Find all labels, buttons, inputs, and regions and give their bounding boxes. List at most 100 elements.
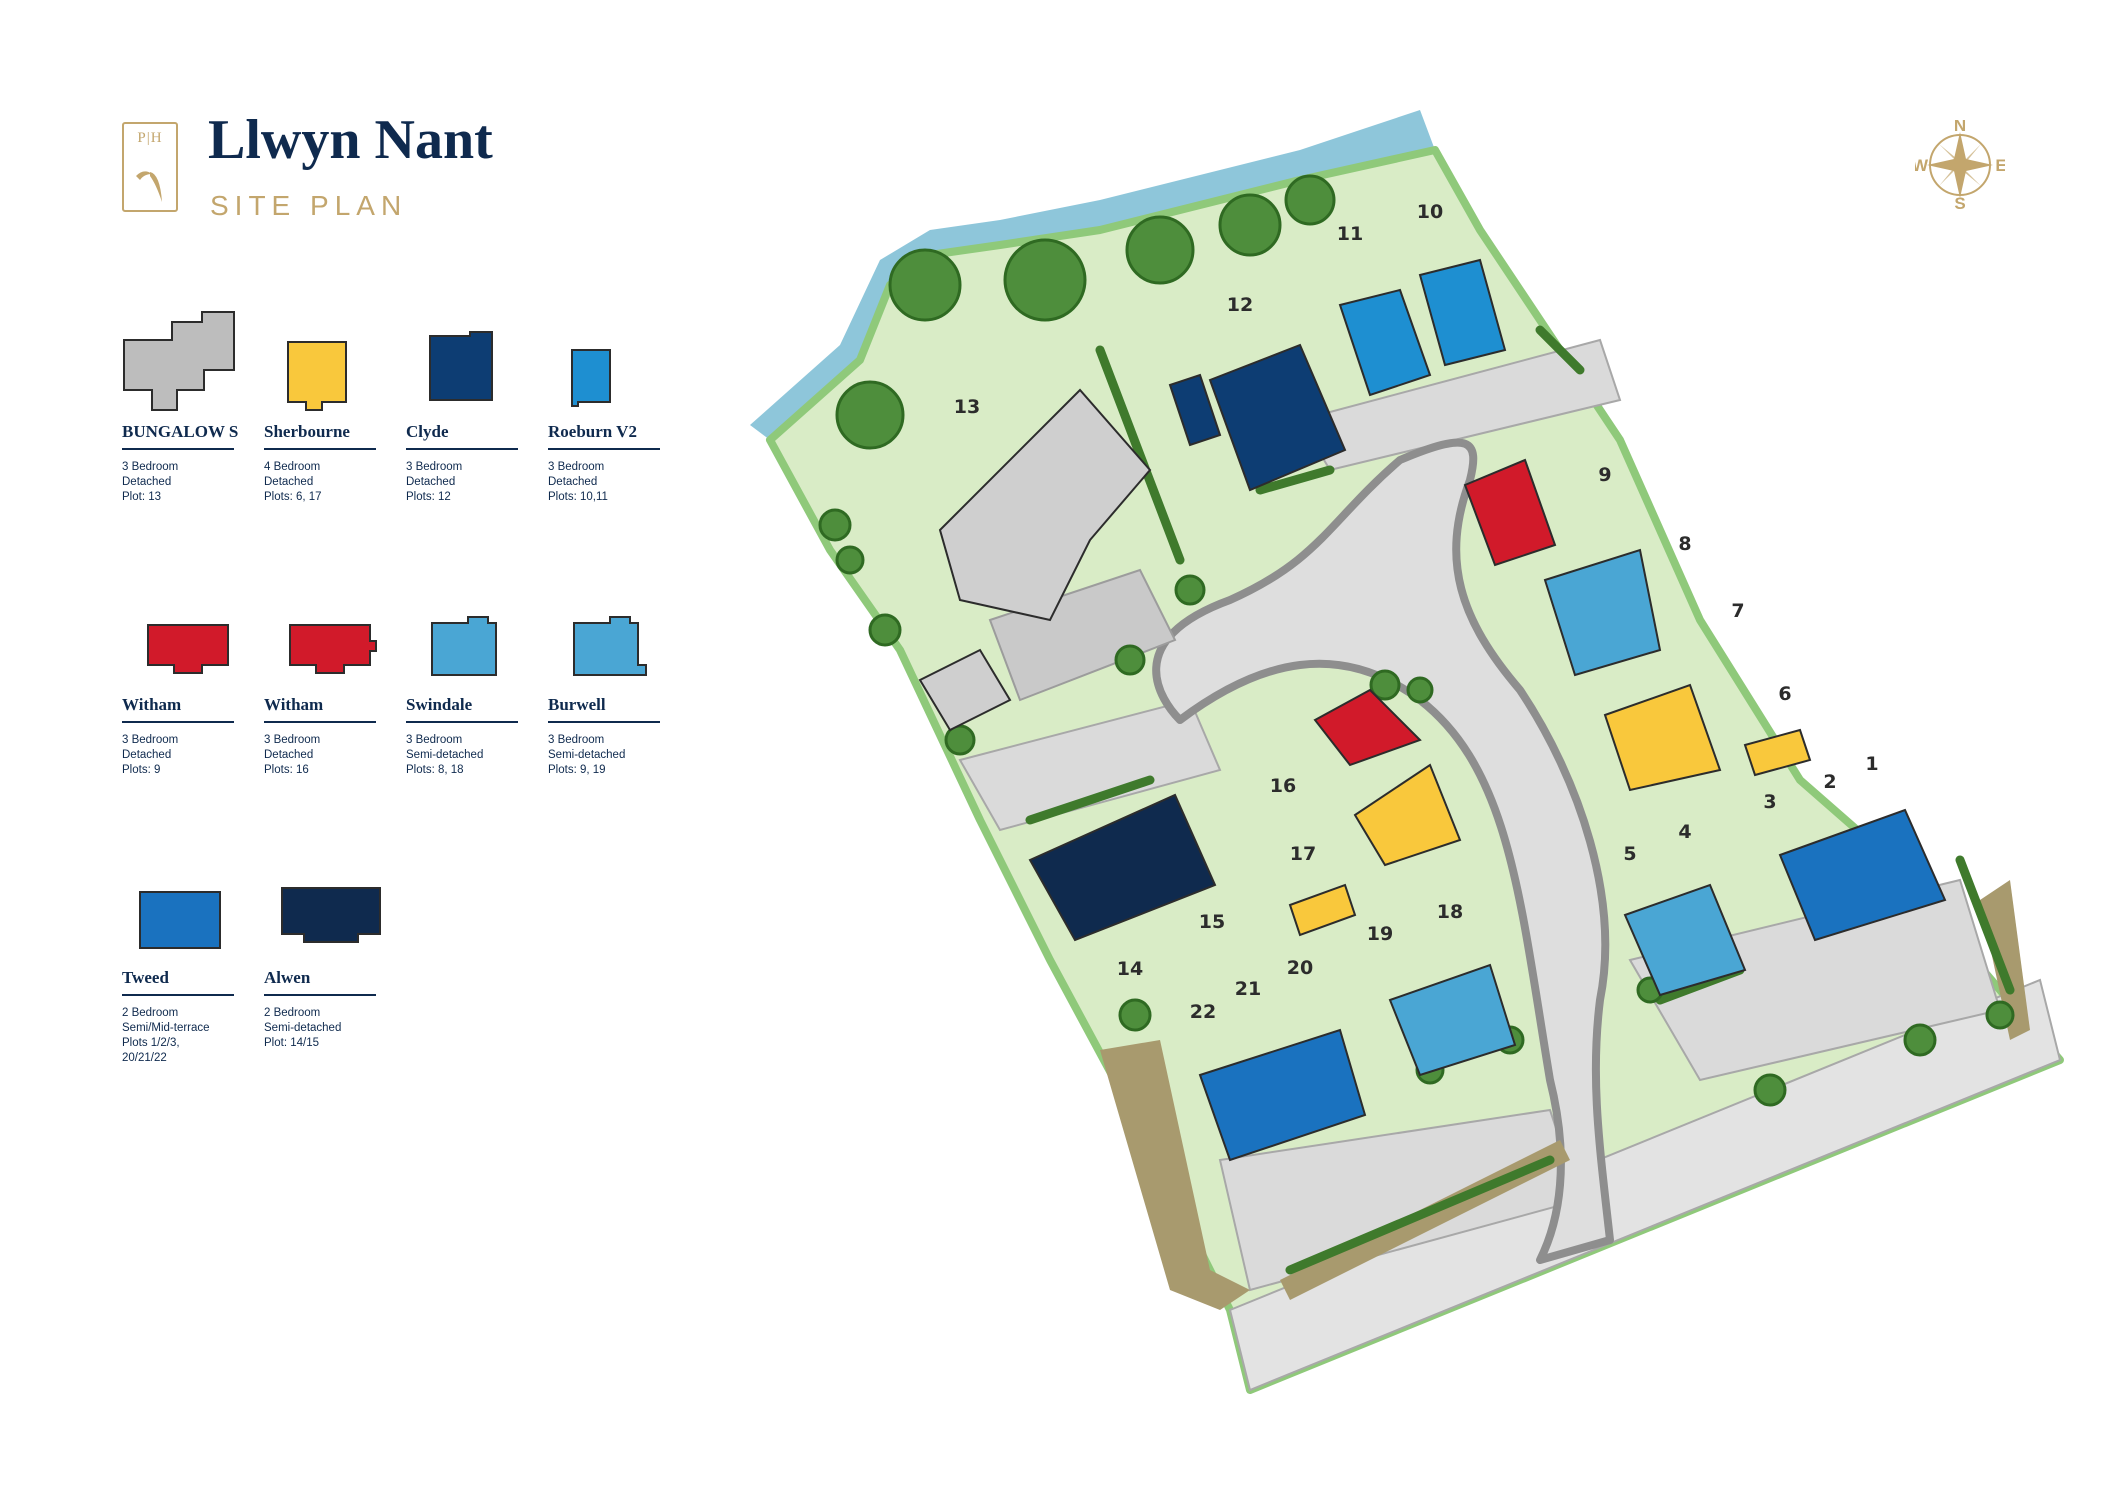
detail-plots: Plots: 9 bbox=[122, 764, 161, 776]
footpath bbox=[1100, 1040, 1250, 1310]
tree bbox=[1218, 193, 1282, 257]
legend-divider bbox=[548, 448, 660, 450]
compass-east: E bbox=[1995, 156, 2005, 175]
detail-type: Detached bbox=[264, 476, 314, 488]
detail-plots2: 20/21/22 bbox=[122, 1052, 167, 1064]
detail-bedrooms: 3 Bedroom bbox=[406, 734, 463, 746]
detail-type: Detached bbox=[264, 749, 314, 761]
logo-text: P|H bbox=[137, 130, 163, 146]
detail-plots: Plots 1/2/3, bbox=[122, 1037, 180, 1049]
plot-number-19: 19 bbox=[1367, 923, 1393, 945]
house-plot-20-22 bbox=[1198, 1028, 1367, 1162]
legend-divider bbox=[122, 721, 234, 723]
compass-icon: N E S W bbox=[1915, 120, 2005, 210]
detail-type: Detached bbox=[548, 476, 598, 488]
house-type-name: Tweed bbox=[122, 968, 169, 987]
tree bbox=[1118, 998, 1152, 1032]
house-plot-11 bbox=[1338, 288, 1432, 397]
page-subtitle: SITE PLAN bbox=[210, 190, 408, 221]
footpath-east bbox=[1980, 880, 2030, 1040]
tree bbox=[1003, 238, 1087, 322]
legend-divider bbox=[406, 721, 518, 723]
plot-number-18: 18 bbox=[1437, 901, 1463, 923]
house-plot-12 bbox=[1208, 343, 1347, 492]
detail-bedrooms: 3 Bedroom bbox=[264, 734, 321, 746]
house-type-name: Burwell bbox=[548, 695, 606, 714]
compass-south: S bbox=[1954, 194, 1965, 210]
plot-number-4: 4 bbox=[1678, 821, 1691, 843]
detail-plots: Plot: 13 bbox=[122, 491, 161, 503]
house-plot-1-3 bbox=[1778, 808, 1947, 942]
house-type-icon bbox=[139, 891, 221, 949]
compass-north: N bbox=[1954, 120, 1966, 135]
ph-logo: P|H bbox=[122, 122, 178, 212]
tree bbox=[868, 613, 902, 647]
tree bbox=[1406, 676, 1434, 704]
plot-number-8: 8 bbox=[1678, 533, 1691, 555]
plot-number-5: 5 bbox=[1623, 843, 1636, 865]
house-type-icon bbox=[429, 331, 493, 401]
detail-plots: Plots: 6, 17 bbox=[264, 491, 322, 503]
page-title: Llwyn Nant bbox=[208, 109, 493, 171]
house-plot-4-5 bbox=[1623, 883, 1747, 997]
plot-number-11: 11 bbox=[1337, 223, 1363, 245]
house-plot-14-15 bbox=[1028, 793, 1217, 942]
detail-bedrooms: 3 Bedroom bbox=[122, 734, 179, 746]
house-type-name: Alwen bbox=[264, 968, 311, 987]
tree bbox=[1284, 174, 1336, 226]
tree bbox=[818, 508, 852, 542]
plot-number-22: 22 bbox=[1190, 1001, 1216, 1023]
detail-plots: Plots: 12 bbox=[406, 491, 451, 503]
plot-number-10: 10 bbox=[1417, 201, 1443, 223]
plot-number-7: 7 bbox=[1731, 600, 1744, 622]
tree bbox=[1985, 1000, 2015, 1030]
house-plot-10 bbox=[1418, 258, 1507, 367]
detail-type: Semi-detached bbox=[406, 749, 484, 761]
house-type-name: Swindale bbox=[406, 695, 473, 714]
compass-west: W bbox=[1915, 156, 1929, 175]
bird-logo-icon bbox=[136, 171, 162, 202]
house-type-name: BUNGALOW S bbox=[122, 422, 239, 441]
house-plot-6 bbox=[1603, 683, 1722, 792]
plot-number-9: 9 bbox=[1598, 464, 1611, 486]
detail-bedrooms: 3 Bedroom bbox=[548, 734, 605, 746]
plot-number-20: 20 bbox=[1287, 957, 1313, 979]
legend-divider bbox=[406, 448, 518, 450]
plot-number-16: 16 bbox=[1270, 775, 1296, 797]
house-type-icon bbox=[281, 887, 381, 943]
tree bbox=[888, 248, 962, 322]
detail-plots: Plots: 16 bbox=[264, 764, 309, 776]
river bbox=[750, 110, 1435, 440]
detail-type: Detached bbox=[122, 476, 172, 488]
house-plot-8 bbox=[1543, 548, 1662, 677]
legend-divider bbox=[264, 721, 376, 723]
legend-divider bbox=[122, 994, 234, 996]
detail-type: Semi/Mid-terrace bbox=[122, 1022, 210, 1034]
detail-plots: Plots: 8, 18 bbox=[406, 764, 464, 776]
plot-number-15: 15 bbox=[1199, 911, 1225, 933]
legend-divider bbox=[548, 721, 660, 723]
hedges bbox=[1025, 325, 2015, 1275]
tree bbox=[1174, 574, 1206, 606]
detail-bedrooms: 4 Bedroom bbox=[264, 461, 321, 473]
house-plot-18-19 bbox=[1388, 963, 1517, 1077]
house-type-icon bbox=[147, 624, 229, 674]
house-type-icon bbox=[289, 624, 377, 674]
plot-number-3: 3 bbox=[1763, 791, 1776, 813]
tree bbox=[835, 545, 865, 575]
tree bbox=[1903, 1023, 1937, 1057]
house-type-icon bbox=[123, 311, 235, 411]
house-plot-13-wing bbox=[918, 648, 1012, 732]
tree bbox=[1369, 669, 1401, 701]
detail-bedrooms: 3 Bedroom bbox=[548, 461, 605, 473]
detail-bedrooms: 2 Bedroom bbox=[122, 1007, 179, 1019]
house-type-name: Roeburn V2 bbox=[548, 422, 637, 441]
house-plot-16 bbox=[1313, 688, 1422, 767]
house-plot-6-garage bbox=[1743, 728, 1812, 777]
